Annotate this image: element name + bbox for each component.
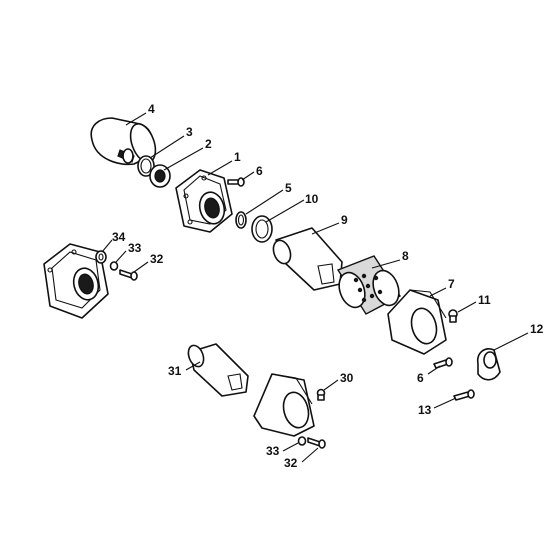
part-1-housing — [175, 169, 233, 233]
callout-30: 30 — [340, 371, 354, 385]
callout-13: 13 — [418, 403, 432, 417]
callout-32-lower: 32 — [284, 456, 298, 470]
part-5-circlip — [235, 211, 247, 229]
part-33-washer-lower — [297, 436, 307, 446]
callout-31: 31 — [168, 364, 182, 378]
part-2-bearing — [149, 164, 171, 188]
callout-33-left: 33 — [128, 241, 142, 255]
callout-32-left: 32 — [150, 252, 164, 266]
part-4-clutch-drum — [90, 117, 157, 166]
part-32-screw-lower — [307, 437, 326, 449]
part-10-washer — [251, 215, 273, 243]
callout-9: 9 — [341, 213, 348, 227]
callout-2: 2 — [205, 137, 212, 151]
callout-10: 10 — [305, 192, 319, 206]
callout-6-upper: 6 — [256, 164, 263, 178]
callout-34: 34 — [112, 230, 126, 244]
part-9-sleeve — [272, 227, 343, 291]
part-6-screw-upper — [227, 177, 245, 187]
part-8-perforated-sleeve — [336, 255, 402, 315]
callout-7: 7 — [448, 277, 455, 291]
callout-1: 1 — [234, 150, 241, 164]
part-13-screw — [453, 389, 475, 401]
callout-33-lower: 33 — [266, 444, 280, 458]
part-11-screw — [448, 309, 458, 323]
part-31-sleeve — [187, 343, 249, 397]
callout-4: 4 — [148, 102, 155, 116]
callout-12: 12 — [530, 322, 544, 336]
part-30-screw — [316, 388, 326, 401]
leader-lines — [101, 112, 529, 463]
part-34-seal — [95, 250, 107, 264]
callout-3: 3 — [186, 125, 193, 139]
part-12-end-cap — [476, 348, 501, 381]
part-7-casing — [387, 289, 447, 355]
part-33-washer-left — [109, 261, 119, 271]
callout-11: 11 — [478, 293, 491, 307]
callout-6-lower: 6 — [417, 371, 424, 385]
part-6-screw-lower — [433, 357, 453, 369]
callout-labels: 4 3 2 1 6 5 10 9 34 33 32 8 7 11 12 6 13… — [112, 102, 544, 470]
part-32-screw-left — [119, 269, 138, 281]
part-lower-casing — [253, 373, 315, 437]
callout-5: 5 — [285, 181, 292, 195]
part-3-ring — [137, 155, 155, 177]
part-left-housing — [43, 243, 109, 319]
callout-8: 8 — [402, 249, 409, 263]
